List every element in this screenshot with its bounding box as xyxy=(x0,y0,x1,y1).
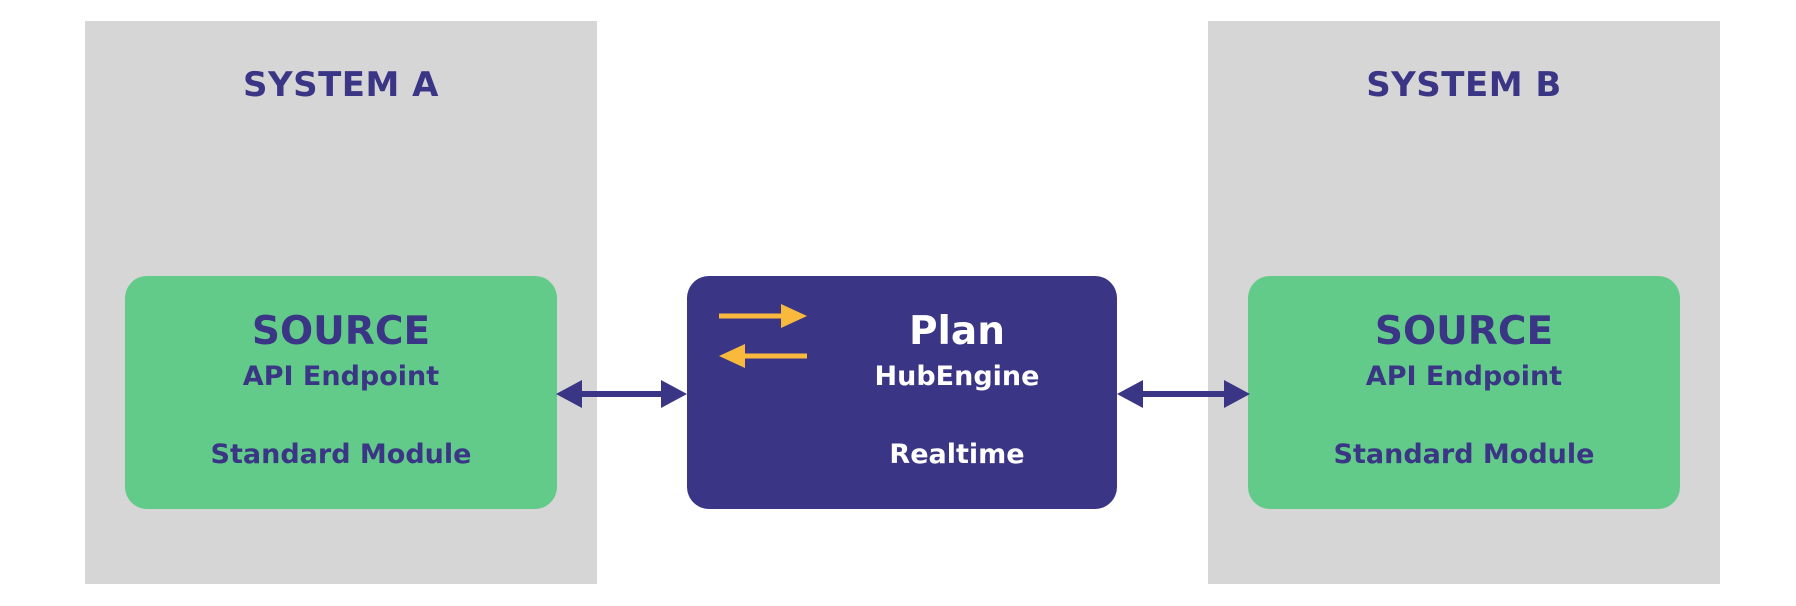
system-b-title: SYSTEM B xyxy=(1366,65,1562,105)
sync-arrows-icon xyxy=(719,304,807,368)
hub-node[interactable]: Plan HubEngine Realtime xyxy=(687,276,1117,509)
source-right-title: SOURCE xyxy=(1374,309,1554,354)
system-a-title: SYSTEM A xyxy=(243,65,439,105)
source-left-title: SOURCE xyxy=(251,309,431,354)
arrowhead-right-start xyxy=(1117,380,1143,408)
connector-left xyxy=(556,380,687,408)
source-left-subtitle: API Endpoint xyxy=(242,361,440,392)
connector-right xyxy=(1117,380,1250,408)
hub-subtitle: HubEngine xyxy=(874,361,1040,392)
arrowhead-left-end xyxy=(661,380,687,408)
source-node-right[interactable]: SOURCE API Endpoint Standard Module xyxy=(1248,276,1680,509)
arrowhead-right-end xyxy=(1224,380,1250,408)
source-node-left[interactable]: SOURCE API Endpoint Standard Module xyxy=(125,276,557,509)
source-left-footer: Standard Module xyxy=(210,439,472,470)
source-right-footer: Standard Module xyxy=(1333,439,1595,470)
arrowhead-left-start xyxy=(556,380,582,408)
source-right-subtitle: API Endpoint xyxy=(1365,361,1563,392)
hub-title: Plan xyxy=(908,309,1006,354)
hub-footer: Realtime xyxy=(889,439,1025,470)
